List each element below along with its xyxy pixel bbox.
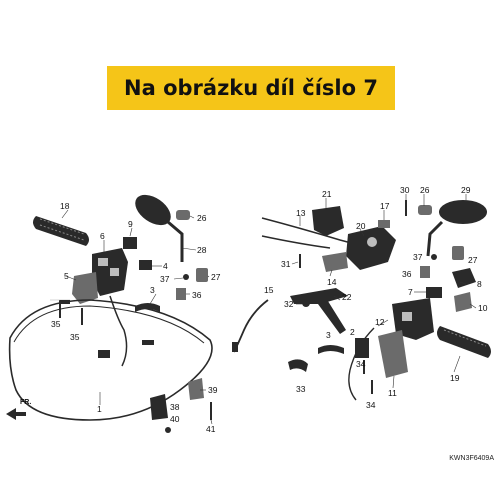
bracket-38 [150, 394, 168, 420]
part-label: 35 [51, 319, 61, 329]
part-label: 18 [60, 201, 70, 211]
part-label: 34 [356, 359, 366, 369]
throttle-cable-1 [8, 299, 213, 421]
part-label: 36 [402, 269, 412, 279]
brake-lever-22 [290, 288, 348, 334]
part-label: 2 [350, 327, 355, 337]
left-mirror [135, 194, 184, 262]
switch-part-8 [452, 268, 476, 288]
part-27-left [196, 268, 208, 282]
front-direction-arrow-icon [6, 408, 26, 420]
right-switch-housing [392, 298, 434, 340]
diagram-code: KWN3F6409A [449, 455, 494, 462]
right-mirror-29 [426, 200, 487, 257]
cable-13b [261, 235, 331, 249]
front-direction-label: FR. [20, 399, 31, 406]
part-10 [454, 292, 472, 312]
nut-37-right [431, 254, 437, 260]
part-label: 6 [100, 231, 105, 241]
part-label: 22 [342, 292, 352, 302]
part-4 [139, 260, 152, 270]
part-36-right [420, 266, 430, 278]
part-label: 5 [64, 271, 69, 281]
part-number-labels: 18 9 26 6 28 5 4 37 27 36 3 35 35 21 13 … [20, 185, 488, 434]
part-label: 10 [478, 303, 488, 313]
left-switch-housing [92, 248, 128, 296]
title-banner: Na obrázku díl číslo 7 [107, 66, 395, 110]
part-39 [188, 378, 204, 400]
part-label: 27 [211, 272, 221, 282]
part-label: 15 [264, 285, 274, 295]
part-17 [378, 220, 390, 228]
part-label: 26 [197, 213, 207, 223]
cable-15-end [232, 342, 238, 352]
clamp-3-right [318, 345, 344, 354]
cover-part-21 [312, 206, 344, 236]
part-label: 13 [296, 208, 306, 218]
part-label: 26 [420, 185, 430, 195]
part-36-left [176, 288, 186, 300]
part-label: 20 [356, 221, 366, 231]
part-label: 11 [388, 388, 397, 398]
part-label: 14 [327, 277, 337, 287]
part-label: 21 [322, 189, 332, 199]
part-label: 31 [281, 259, 291, 269]
part-27-right [452, 246, 464, 260]
cable-15 [233, 299, 269, 353]
part-label: 41 [206, 424, 216, 434]
cap-26-left [176, 210, 190, 220]
part-label: 3 [150, 285, 155, 295]
clamp-33 [288, 359, 308, 372]
left-grip [33, 216, 89, 246]
left-wire-harness [109, 295, 128, 367]
banner-text: Na obrázku díl číslo 7 [124, 76, 378, 100]
part-label: 38 [170, 402, 180, 412]
cable-12 [348, 327, 375, 401]
part-label: 35 [70, 332, 80, 342]
right-grip-19 [437, 326, 491, 358]
part-label: 17 [380, 201, 390, 211]
part-label: 9 [128, 219, 133, 229]
part-label: 39 [208, 385, 218, 395]
part-label: 40 [170, 414, 180, 424]
brake-master-cylinder-20 [346, 226, 396, 270]
part-label: 37 [160, 274, 170, 284]
part-14 [322, 252, 348, 272]
leader-lines [61, 194, 477, 425]
part-label: 3 [326, 330, 331, 340]
part-label: 30 [400, 185, 410, 195]
part-label: 28 [197, 245, 207, 255]
part-label: 19 [450, 373, 460, 383]
bolt-40 [165, 427, 171, 433]
part-label: 34 [366, 400, 376, 410]
nut-32 [302, 299, 310, 307]
part-label: 4 [163, 261, 168, 271]
part-label: 27 [468, 255, 478, 265]
part-label: 32 [284, 299, 294, 309]
switch-part-9 [123, 237, 137, 249]
cable-13 [261, 217, 356, 245]
switch-part-7 [426, 287, 442, 298]
part-label: 8 [477, 279, 482, 289]
part-label: 36 [192, 290, 202, 300]
part-2 [355, 338, 369, 358]
part-label: 1 [97, 404, 102, 414]
cap-26-right [418, 205, 432, 215]
left-connector [98, 350, 110, 358]
part-label: 29 [461, 185, 471, 195]
part-label: 33 [296, 384, 306, 394]
part-label: 37 [413, 252, 423, 262]
part-label: 12 [375, 317, 385, 327]
nut-37-left [183, 274, 189, 280]
part-label: 7 [408, 287, 413, 297]
cover-part-5 [72, 272, 98, 304]
housing-part-11 [378, 330, 408, 378]
clamp-3-left [135, 303, 160, 312]
